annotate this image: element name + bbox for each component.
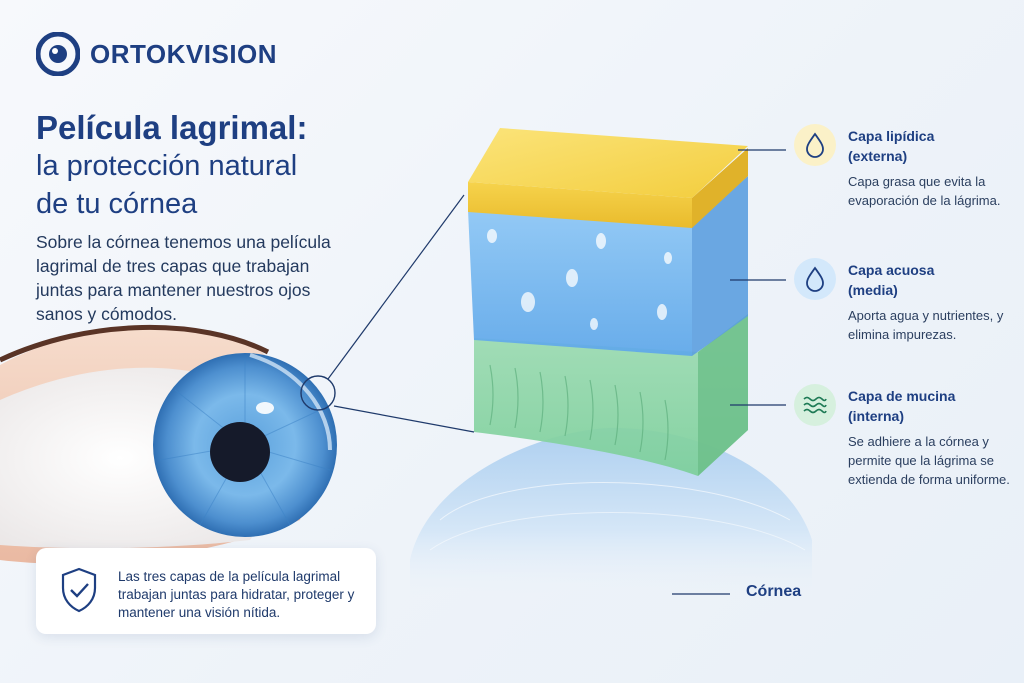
- layer-mucin-title: Capa de mucina (interna): [848, 388, 956, 424]
- eye-illustration: [0, 324, 337, 564]
- waves-icon: [794, 384, 836, 426]
- brand-logo: ORTOKVISION: [36, 32, 277, 76]
- layer-lipid-description: Capa grasa que evita la evaporación de l…: [848, 174, 1001, 208]
- info-note: Las tres capas de la película lagrimal t…: [36, 548, 376, 634]
- layer-aqueous-description: Aporta agua y nutrientes, y elimina impu…: [848, 308, 1004, 342]
- shield-check-icon: [61, 567, 97, 613]
- cornea-label: Córnea: [746, 583, 802, 600]
- layer-aqueous-title: Capa acuosa (media): [848, 262, 935, 298]
- title-line-1: Película lagrimal:: [36, 109, 308, 146]
- info-note-text: Las tres capas de la película lagrimal t…: [118, 569, 355, 620]
- layer-lipid-title: Capa lipídica (externa): [848, 128, 935, 164]
- lipid-layer: [468, 128, 748, 198]
- title-line-3: de tu córnea: [36, 188, 198, 220]
- intro-text: Sobre la córnea tenemos una película lag…: [36, 232, 331, 324]
- drop-icon: [794, 124, 836, 166]
- brand-name: ORTOKVISION: [90, 38, 278, 69]
- drop-icon: [794, 258, 836, 300]
- eye-logo-icon: [36, 32, 80, 76]
- aqueous-layer: [468, 210, 692, 356]
- title-line-2: la protección natural: [36, 150, 298, 182]
- cornea-dome: [410, 427, 812, 600]
- page-title: Película lagrimal: la protección natural…: [36, 108, 366, 223]
- layer-mucin-description: Se adhiere a la córnea y permite que la …: [848, 434, 1010, 487]
